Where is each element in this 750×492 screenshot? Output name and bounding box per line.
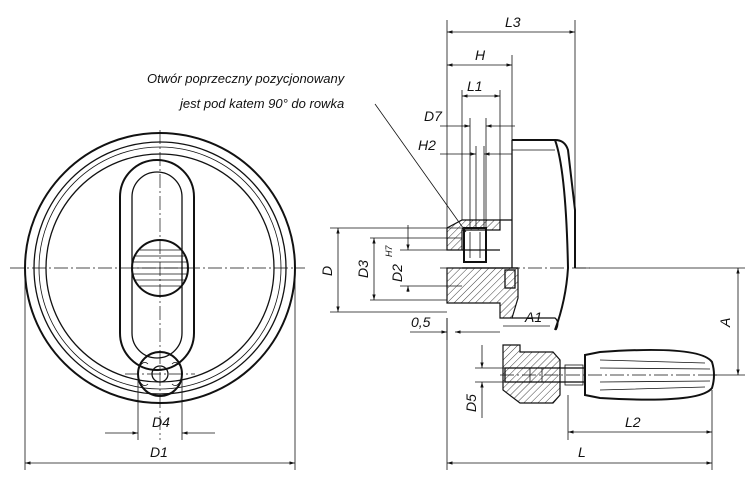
dim-offset-label: 0,5 bbox=[411, 314, 431, 330]
note-leader bbox=[374, 103, 467, 233]
dim-d1-label: D1 bbox=[150, 444, 168, 460]
dim-h2-label: H2 bbox=[418, 137, 436, 153]
dim-d2-label: D2 bbox=[389, 264, 405, 282]
dim-l2-label: L2 bbox=[625, 414, 641, 430]
dim-d5-label: D5 bbox=[463, 394, 479, 412]
dim-l1-label: L1 bbox=[467, 78, 483, 94]
keyway bbox=[504, 269, 516, 289]
rim-inner-circle-a bbox=[38, 146, 282, 390]
dim-d4-label: D4 bbox=[152, 414, 170, 430]
dim-l-label: L bbox=[578, 444, 586, 460]
handle-grip bbox=[584, 348, 715, 401]
dim-a1-label: A1 bbox=[524, 309, 542, 325]
cross-hole bbox=[463, 227, 487, 263]
hub-section bbox=[446, 267, 519, 319]
hub-ribbed bbox=[131, 239, 189, 297]
front-view: D4 D1 bbox=[10, 130, 305, 470]
dim-d2-tolerance: H7 bbox=[384, 245, 394, 257]
rim-mid-circle bbox=[33, 141, 287, 395]
dim-a-label: A bbox=[717, 318, 733, 328]
spoke-outer bbox=[119, 159, 195, 371]
dim-d-label: D bbox=[319, 266, 335, 276]
note-line-1: Otwór poprzeczny pozycjonowany bbox=[147, 71, 346, 86]
handle-grip-ribs bbox=[599, 359, 711, 391]
note-line-2: jest pod katem 90° do rowka bbox=[178, 96, 344, 111]
hub-upper-section bbox=[446, 219, 501, 251]
dim-l3-label: L3 bbox=[505, 14, 521, 30]
side-section-view: L3 H L1 D7 H2 Otwór poprzeczny pozycjono… bbox=[147, 14, 745, 470]
rim-outer-circle bbox=[24, 132, 296, 404]
disc-rim-curve bbox=[554, 139, 570, 331]
handle-nut-section bbox=[502, 344, 561, 404]
dim-h-label: H bbox=[475, 47, 486, 63]
dim-d7-label: D7 bbox=[424, 108, 443, 124]
spoke-inner bbox=[131, 171, 183, 359]
dim-d3-label: D3 bbox=[355, 260, 371, 278]
disc-lower bbox=[512, 317, 559, 331]
handle-nut-front bbox=[125, 351, 195, 397]
